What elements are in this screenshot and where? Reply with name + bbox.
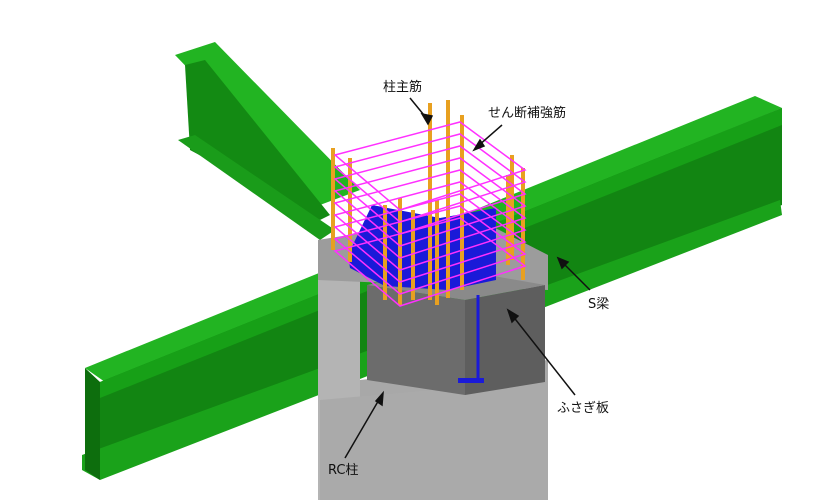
label-steel-beam: S梁 [588, 297, 610, 312]
leader-arrows [344, 97, 591, 459]
steel-beam-back-left [175, 42, 360, 240]
main-rebars [331, 100, 525, 305]
label-shear-rebar: せん断補強筋 [488, 106, 567, 121]
hoop [333, 181, 527, 271]
label-rc-column: RC柱 [328, 463, 359, 478]
hoop [333, 193, 527, 283]
label-main-rebar: 柱主筋 [383, 80, 423, 95]
hoop [333, 205, 527, 295]
hoop [333, 217, 527, 307]
shear-rebar-hoops [333, 121, 527, 307]
label-cover-plate: ふさぎ板 [557, 401, 610, 416]
